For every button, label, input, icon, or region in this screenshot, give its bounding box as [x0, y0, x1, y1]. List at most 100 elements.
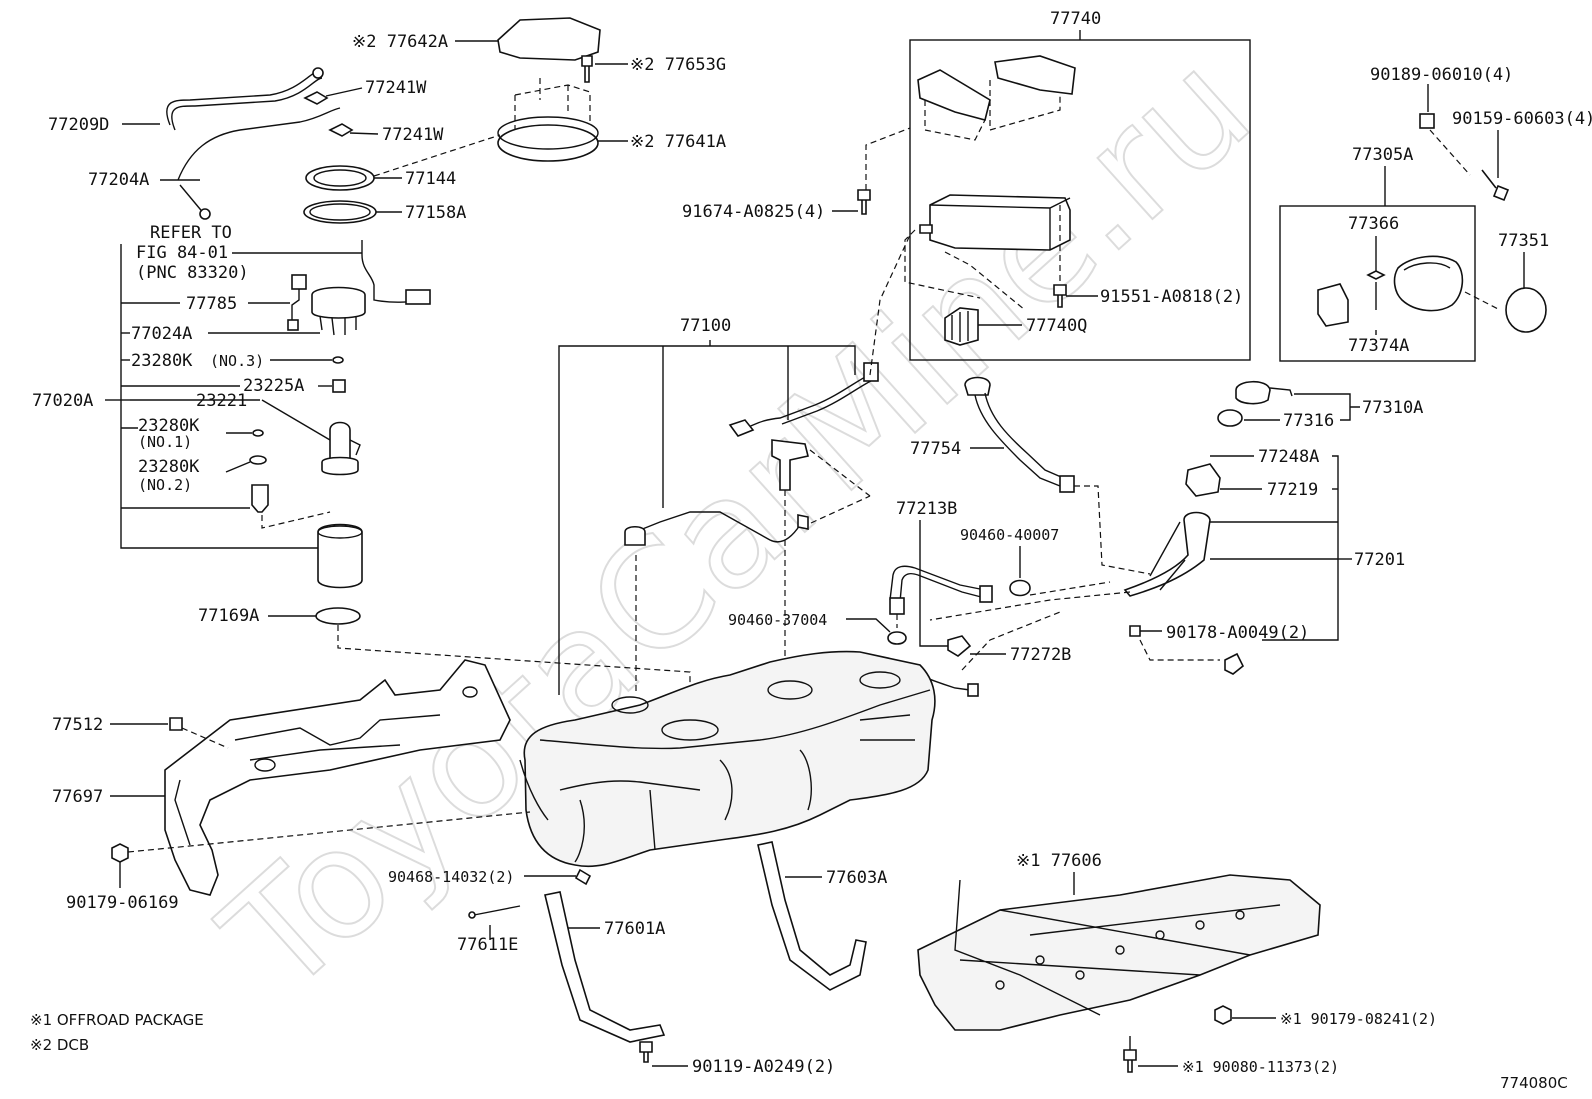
filler-neck-group: 77316 77310A 77248A 77219 77201 90178-A0… — [929, 380, 1423, 675]
part-77169a-shape[interactable] — [315, 607, 361, 625]
label-77351[interactable]: 77351 — [1498, 231, 1549, 251]
part-77316-shape[interactable] — [1217, 409, 1243, 427]
part-77740q-shape[interactable] — [944, 307, 979, 346]
label-90179-08241[interactable]: ※1 90179-08241(2) — [1280, 1010, 1437, 1028]
strap-group: 90468-14032(2) 77611E 77601A 90119-A0249… — [388, 841, 887, 1077]
label-77272b[interactable]: 77272B — [1010, 645, 1071, 665]
label-77241w-1[interactable]: 77241W — [365, 78, 427, 98]
label-77158a[interactable]: 77158A — [405, 203, 466, 223]
part-90189-06010-shape[interactable] — [1419, 113, 1435, 129]
label-77697[interactable]: 77697 — [52, 787, 103, 807]
label-77020a[interactable]: 77020A — [32, 391, 93, 411]
label-77169a[interactable]: 77169A — [198, 606, 259, 626]
part-filter-shape — [251, 484, 269, 513]
part-77641a-shape[interactable] — [497, 124, 599, 162]
label-77611e[interactable]: 77611E — [457, 935, 518, 955]
part-77100-valve[interactable] — [771, 439, 809, 491]
part-77248a-shape[interactable] — [1185, 463, 1221, 497]
label-91551-a0818[interactable]: 91551-A0818(2) — [1100, 287, 1243, 307]
label-90468-14032[interactable]: 90468-14032(2) — [388, 868, 514, 886]
part-77351-shape[interactable] — [1505, 287, 1547, 333]
part-23225a-shape[interactable] — [332, 379, 346, 393]
part-90460-40007-clamp[interactable] — [1009, 579, 1031, 597]
part-77653g-shape[interactable] — [581, 55, 593, 83]
label-77316[interactable]: 77316 — [1283, 411, 1334, 431]
label-90178-a0049[interactable]: 90178-A0049(2) — [1166, 623, 1309, 643]
part-77512-nut[interactable] — [169, 717, 183, 731]
part-fuel-tank-body[interactable] — [523, 650, 936, 868]
label-77785[interactable]: 77785 — [186, 294, 237, 314]
part-77603a-strap[interactable] — [757, 841, 867, 991]
part-90460-37004-clamp[interactable] — [887, 631, 907, 645]
label-77606[interactable]: ※1 77606 — [1016, 851, 1102, 871]
label-77248a[interactable]: 77248A — [1258, 447, 1319, 467]
label-90460-40007[interactable]: 90460-40007 — [960, 526, 1059, 544]
part-77606-skid-plate[interactable] — [917, 874, 1321, 1031]
label-90460-37004[interactable]: 90460-37004 — [728, 611, 827, 629]
label-77310a[interactable]: 77310A — [1362, 398, 1423, 418]
figure-code: 774080C — [1500, 1074, 1568, 1092]
label-77366[interactable]: 77366 — [1348, 214, 1399, 234]
label-77754[interactable]: 77754 — [910, 439, 961, 459]
label-90080-11373[interactable]: ※1 90080-11373(2) — [1182, 1058, 1339, 1076]
part-77642a-shape[interactable] — [497, 17, 601, 61]
label-77653g[interactable]: ※2 77653G — [630, 55, 726, 75]
label-23225a[interactable]: 23225A — [243, 376, 304, 396]
label-90119-a0249[interactable]: 90119-A0249(2) — [692, 1057, 835, 1077]
label-77144[interactable]: 77144 — [405, 169, 456, 189]
label-77100[interactable]: 77100 — [680, 316, 731, 336]
part-77100-hose-b[interactable] — [639, 511, 801, 543]
label-77374a[interactable]: 77374A — [1348, 336, 1409, 356]
label-23221[interactable]: 23221 — [196, 391, 247, 411]
hose-77213b-group: 77213B 90460-40007 90460-37004 77272B — [728, 499, 1111, 697]
part-77611e-pin[interactable] — [473, 905, 521, 916]
part-77754-hose[interactable] — [974, 394, 1066, 489]
part-77241w-clip-1[interactable] — [303, 91, 329, 105]
part-77740-bracket-2[interactable] — [994, 55, 1076, 95]
part-77241w-clip-2[interactable] — [328, 123, 354, 137]
label-91674-a0825[interactable]: 91674-A0825(4) — [682, 202, 825, 222]
part-77310a-cap[interactable] — [1235, 380, 1271, 405]
part-77305a-lid[interactable] — [1393, 255, 1464, 312]
part-77697-shield[interactable] — [164, 659, 511, 896]
part-77754-fitting[interactable] — [964, 376, 991, 396]
part-90179-06169-nut[interactable] — [111, 843, 129, 863]
label-23280k-1[interactable]: 23280K — [138, 416, 200, 436]
part-90159-60603-shape[interactable] — [1481, 169, 1510, 202]
label-77213b[interactable]: 77213B — [896, 499, 957, 519]
label-77603a[interactable]: 77603A — [826, 868, 887, 888]
label-77024a[interactable]: 77024A — [131, 324, 192, 344]
label-77241w-2[interactable]: 77241W — [382, 125, 444, 145]
label-90159-60603[interactable]: 90159-60603(4) — [1452, 109, 1592, 129]
label-77512[interactable]: 77512 — [52, 715, 103, 735]
part-77601a-strap[interactable] — [544, 891, 666, 1043]
label-90189-06010[interactable]: 90189-06010(4) — [1370, 65, 1513, 85]
part-77201-neck[interactable] — [1123, 511, 1211, 597]
label-23280k-3[interactable]: 23280K — [131, 351, 193, 371]
part-77374a-shape[interactable] — [1317, 283, 1349, 327]
part-77740-bracket-1[interactable] — [917, 69, 991, 121]
label-77740[interactable]: 77740 — [1050, 9, 1101, 29]
part-77213b-hose[interactable] — [889, 565, 986, 601]
label-77204a[interactable]: 77204A — [88, 170, 149, 190]
label-77219[interactable]: 77219 — [1267, 480, 1318, 500]
label-77642a[interactable]: ※2 77642A — [352, 32, 448, 52]
label-23280k-2[interactable]: 23280K — [138, 457, 200, 477]
label-77201[interactable]: 77201 — [1354, 550, 1405, 570]
refer-line-2: FIG 84-01 — [136, 243, 228, 263]
part-77204a-line[interactable] — [177, 107, 341, 216]
part-77740-canister[interactable] — [929, 194, 1071, 251]
part-77209d-line[interactable] — [166, 71, 319, 126]
skid-plate-group: ※1 77606 ※1 90179-08241(2) ※1 90080-1137… — [917, 851, 1437, 1076]
pump-module-group: ※2 77642A ※2 77653G ※2 77641A 77209D 772… — [32, 17, 726, 720]
label-90179-06169[interactable]: 90179-06169 — [66, 893, 179, 913]
label-77740q[interactable]: 77740Q — [1026, 316, 1087, 336]
part-77024a-shape[interactable] — [311, 286, 366, 319]
fuel-lid-group: 90189-06010(4) 90159-60603(4) 77305A 773… — [1279, 65, 1592, 362]
label-77641a[interactable]: ※2 77641A — [630, 132, 726, 152]
refer-line-3: (PNC 83320) — [136, 263, 249, 283]
label-77209d[interactable]: 77209D — [48, 115, 109, 135]
label-77305a[interactable]: 77305A — [1352, 145, 1413, 165]
part-77100-hose-a[interactable] — [744, 371, 876, 429]
label-77601a[interactable]: 77601A — [604, 919, 665, 939]
